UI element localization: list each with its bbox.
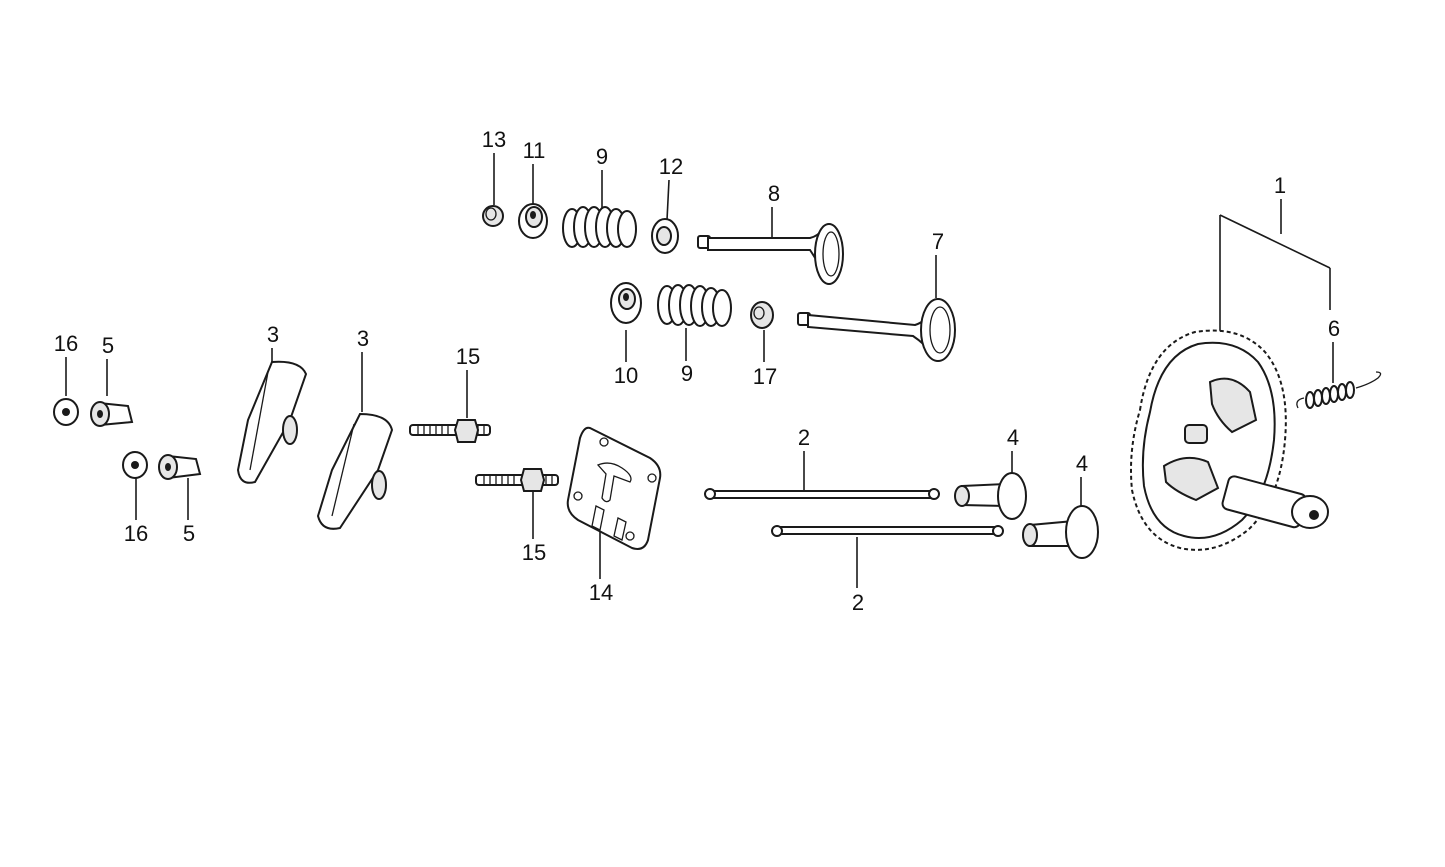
- part-9-valve-spring-top: [562, 206, 637, 248]
- callout-15-bottom: 15: [522, 540, 546, 565]
- callout-3-left: 3: [267, 322, 279, 347]
- callout-16-top: 16: [54, 331, 78, 356]
- callout-10: 10: [614, 363, 638, 388]
- callout-5-bottom: 5: [183, 521, 195, 546]
- part-7-exhaust-valve: [797, 298, 956, 362]
- part-13-valve-keeper: [482, 205, 504, 227]
- callout-17: 17: [753, 364, 777, 389]
- part-2-push-rod-bottom: [771, 525, 1004, 537]
- part-11-spring-retainer: [518, 203, 548, 239]
- callout-9-top: 9: [596, 144, 608, 169]
- part-15-stud-top: [409, 419, 491, 443]
- part-4-tappet-left: [954, 472, 1027, 520]
- callout-2-top: 2: [798, 425, 810, 450]
- callout-5-top: 5: [102, 333, 114, 358]
- callout-4-left: 4: [1007, 425, 1019, 450]
- callout-9-bottom: 9: [681, 361, 693, 386]
- callout-12: 12: [659, 154, 683, 179]
- part-16-nut-bottom: [122, 451, 148, 479]
- callout-1: 1: [1274, 173, 1286, 198]
- part-3-rocker-arm-left: [236, 360, 308, 484]
- callout-11: 11: [523, 138, 546, 163]
- part-10-valve-seal: [610, 282, 642, 324]
- part-12-valve-seal: [651, 218, 679, 254]
- part-6-decompressor-spring: [1296, 371, 1382, 409]
- part-5-pivot-bottom: [158, 454, 202, 480]
- part-8-intake-valve: [697, 223, 844, 285]
- part-1-camshaft-gear: [1130, 329, 1329, 551]
- part-5-pivot-top: [90, 401, 134, 427]
- part-4-tappet-right: [1022, 505, 1099, 559]
- part-3-rocker-arm-right: [316, 412, 394, 530]
- part-2-push-rod-top: [704, 488, 940, 500]
- callout-16-bottom: 16: [124, 521, 148, 546]
- part-14-guide-plate: [566, 426, 662, 550]
- part-16-nut-top: [53, 398, 79, 426]
- callout-7: 7: [932, 229, 944, 254]
- callout-4-right: 4: [1076, 451, 1088, 476]
- callout-15-top: 15: [456, 344, 480, 369]
- callout-13: 13: [482, 127, 506, 152]
- callout-6: 6: [1328, 316, 1340, 341]
- leader-lines: [65, 153, 1334, 588]
- callout-14: 14: [589, 580, 613, 605]
- part-15-stud-bottom: [475, 468, 559, 492]
- callout-3-right: 3: [357, 326, 369, 351]
- callout-8: 8: [768, 181, 780, 206]
- part-9-valve-spring-bottom: [657, 284, 732, 327]
- callout-2-bottom: 2: [852, 590, 864, 615]
- part-17-valve-keeper: [750, 301, 774, 329]
